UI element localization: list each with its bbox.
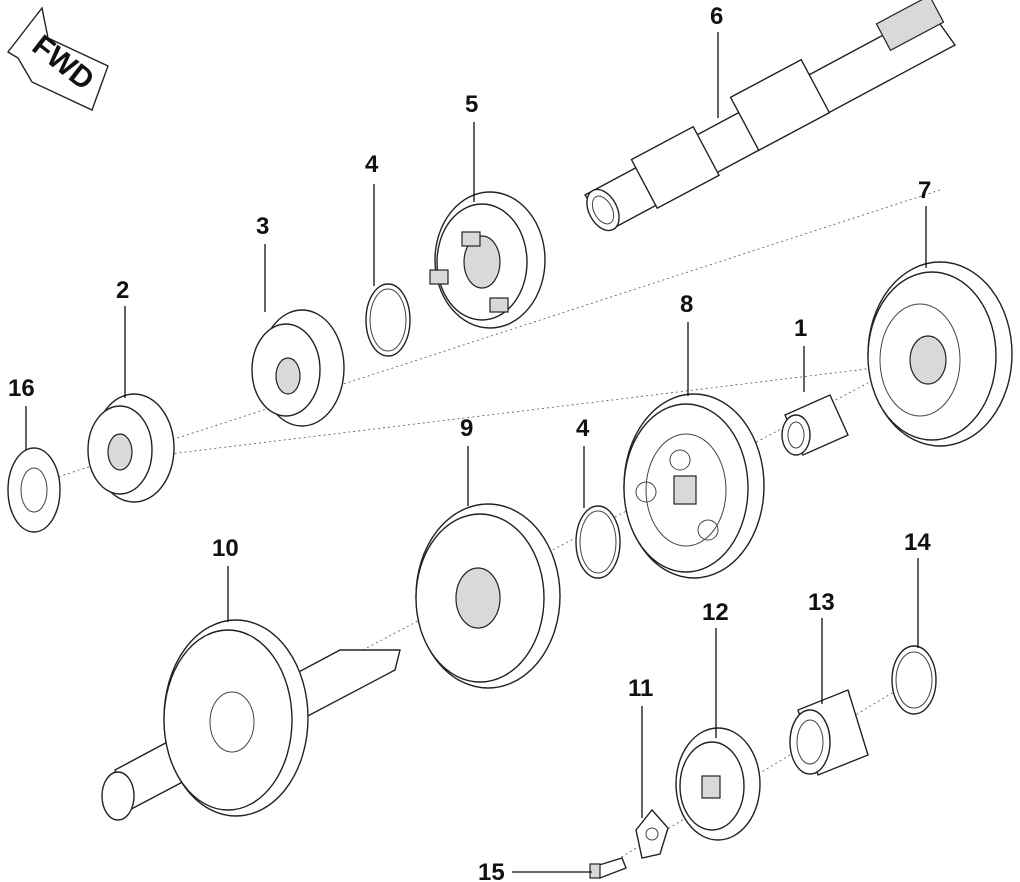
gear-9 [415,503,561,689]
callout-7: 7 [918,177,931,204]
callout-labels: 1 2 3 4 4 5 6 7 8 9 10 11 12 13 14 15 16 [8,3,931,882]
callout-1: 1 [794,315,807,342]
callout-12: 12 [702,599,729,626]
sleeve-13 [789,689,869,776]
output-shaft-10 [101,619,401,821]
circlip-upper [365,283,411,357]
callout-10: 10 [212,535,239,562]
callout-leaders [25,32,927,873]
washer-14 [891,645,937,715]
washer-16 [7,447,61,533]
callout-14: 14 [904,529,931,556]
callout-16: 16 [8,375,35,402]
callout-2: 2 [116,277,129,304]
main-shaft [583,0,957,232]
bolt-15 [589,857,627,879]
callout-6: 6 [710,3,723,30]
callout-3: 3 [256,213,269,240]
callout-13: 13 [808,589,835,616]
callout-11: 11 [628,675,653,702]
assembly-axis-lines [29,189,941,871]
callout-5: 5 [465,91,478,118]
callout-4-upper: 4 [365,151,379,178]
gear-2 [87,393,175,503]
callout-15: 15 [478,859,505,882]
dog-gear [429,191,546,329]
gear-8 [623,393,765,579]
callout-4-lower: 4 [576,415,590,442]
large-gear-7 [867,261,1013,447]
lock-plate-11 [635,808,669,859]
forward-arrow-icon: FWD [6,6,109,111]
sprocket-12 [675,727,761,841]
gear-3 [251,309,345,427]
callout-9: 9 [460,415,473,442]
callout-8: 8 [680,291,693,318]
bushing-1 [781,394,849,456]
circlip-lower [575,505,621,579]
